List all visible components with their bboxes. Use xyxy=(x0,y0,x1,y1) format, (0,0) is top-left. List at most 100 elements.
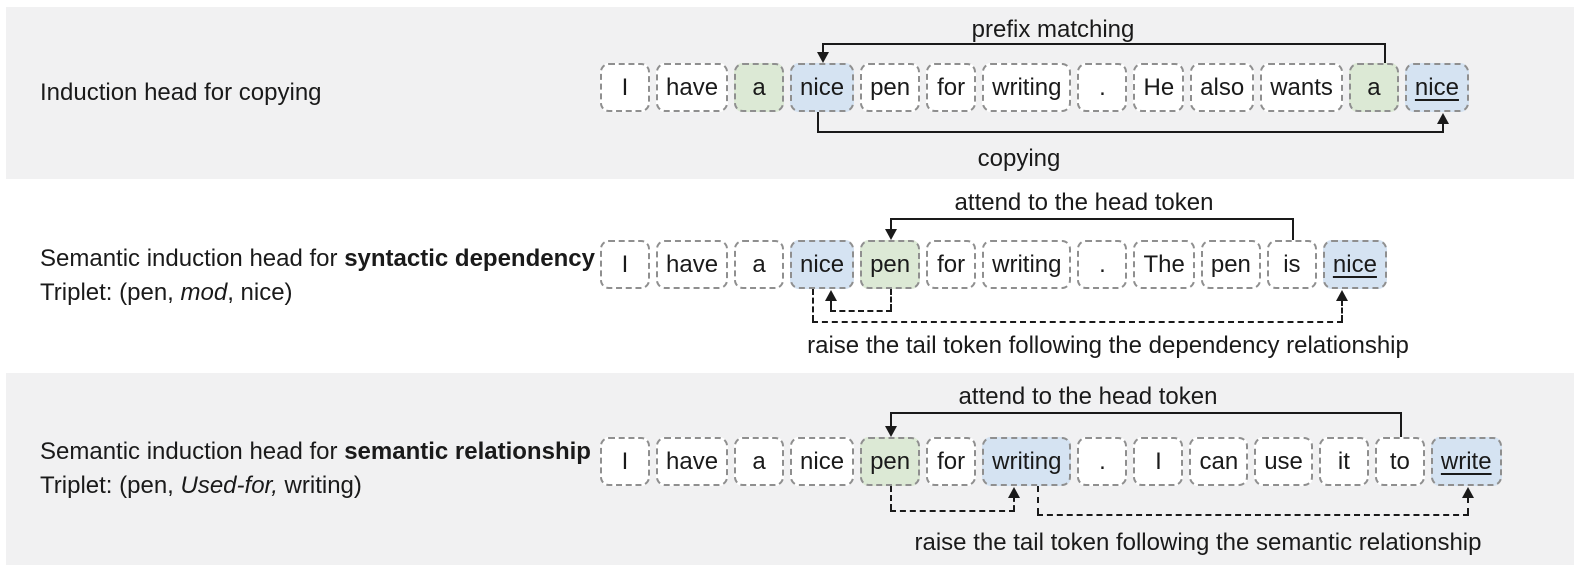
row-semantic-induction-semantic: Semantic induction head for semantic rel… xyxy=(6,373,1574,565)
dashed-arrow-line xyxy=(1467,497,1469,514)
token-period: . xyxy=(1077,437,1128,486)
token-nice: nice xyxy=(790,240,855,289)
row-semantic-induction-syntactic: Semantic induction head for syntactic de… xyxy=(6,179,1574,373)
row-label-line1: Semantic induction head for semantic rel… xyxy=(40,435,591,469)
token-nice: nice xyxy=(790,63,855,112)
row-label-bold: syntactic dependency xyxy=(344,245,595,272)
raise-tail-token-caption: raise the tail token following the seman… xyxy=(914,529,1482,556)
triplet-text-end: writing) xyxy=(277,472,362,499)
row-label-line1: Induction head for copying xyxy=(40,76,322,110)
dashed-arrow-line xyxy=(1341,300,1343,321)
row-label-text: Semantic induction head for xyxy=(40,438,345,465)
arrowhead-down-icon xyxy=(885,426,897,437)
token-a: a xyxy=(1348,63,1399,112)
token-period: . xyxy=(1077,240,1128,289)
row-label-text: Induction head for copying xyxy=(40,79,322,106)
arrow-line xyxy=(817,131,1444,133)
dashed-arrow-line xyxy=(1037,514,1469,516)
token-use: use xyxy=(1254,437,1313,486)
row-label: Induction head for copying xyxy=(40,7,322,179)
row-label-line1: Semantic induction head for syntactic de… xyxy=(40,242,595,276)
token-the: The xyxy=(1133,240,1195,289)
arrow-line xyxy=(1400,412,1402,437)
token-is: is xyxy=(1266,240,1317,289)
arrowhead-up-icon xyxy=(1008,487,1020,498)
token-wants: wants xyxy=(1260,63,1343,112)
token-period: . xyxy=(1077,63,1128,112)
dashed-arrow-line xyxy=(1037,486,1039,514)
arrowhead-up-icon xyxy=(1462,487,1474,498)
arrowhead-down-icon xyxy=(817,52,829,63)
token-pen: pen xyxy=(1200,240,1261,289)
arrow-line xyxy=(1292,218,1294,240)
token-to: to xyxy=(1374,437,1425,486)
arrowhead-down-icon xyxy=(885,229,897,240)
token-i: I xyxy=(600,63,650,112)
arrow-line xyxy=(822,43,1386,45)
token-a: a xyxy=(734,240,785,289)
arrowhead-up-icon xyxy=(1336,290,1348,301)
token-writing: writing xyxy=(982,240,1072,289)
token-nice: nice xyxy=(790,437,855,486)
row-induction-head-copying: Induction head for copying prefix matchi… xyxy=(6,7,1574,179)
token-for: for xyxy=(926,63,977,112)
dashed-arrow-line xyxy=(890,289,892,310)
row-label-bold: semantic relationship xyxy=(344,438,591,465)
dashed-arrow-line xyxy=(890,510,1015,512)
arrowhead-up-icon xyxy=(1437,113,1449,124)
token-pen: pen xyxy=(860,437,921,486)
row-label: Semantic induction head for syntactic de… xyxy=(40,179,595,373)
arrowhead-up-icon xyxy=(825,290,837,301)
arrow-line xyxy=(890,218,1294,220)
dashed-arrow-line xyxy=(812,321,1343,323)
dashed-arrow-line xyxy=(830,310,892,312)
arrow-line xyxy=(817,112,819,131)
prefix-matching-label: prefix matching xyxy=(971,16,1135,43)
token-i: I xyxy=(600,437,650,486)
token-have: have xyxy=(656,240,729,289)
raise-tail-token-caption: raise the tail token following the depen… xyxy=(807,332,1409,359)
dashed-arrow-line xyxy=(830,300,832,310)
token-it: it xyxy=(1318,437,1369,486)
token-a: a xyxy=(734,437,785,486)
token-pen: pen xyxy=(860,63,921,112)
token-i: I xyxy=(1133,437,1184,486)
arrow-line xyxy=(890,412,892,426)
token-have: have xyxy=(656,63,729,112)
token-writing: writing xyxy=(982,437,1072,486)
row-label: Semantic induction head for semantic rel… xyxy=(40,373,591,565)
token-for: for xyxy=(926,437,977,486)
token-can: can xyxy=(1189,437,1249,486)
row-label-line2: Triplet: (pen, Used-for, writing) xyxy=(40,469,591,503)
dashed-arrow-line xyxy=(890,486,892,510)
row-label-text: Semantic induction head for xyxy=(40,245,345,272)
attend-head-token-label: attend to the head token xyxy=(958,383,1218,410)
token-for: for xyxy=(926,240,977,289)
token-write: write xyxy=(1430,437,1502,486)
token-have: have xyxy=(656,437,729,486)
arrow-line xyxy=(1442,123,1444,131)
triplet-text-end: , nice) xyxy=(227,279,293,306)
attend-head-token-label: attend to the head token xyxy=(954,189,1214,216)
dashed-arrow-line xyxy=(812,289,814,321)
token-writing: writing xyxy=(982,63,1072,112)
copying-label: copying xyxy=(977,145,1061,172)
token-i: I xyxy=(600,240,650,289)
token-nice: nice xyxy=(1322,240,1387,289)
triplet-relation: Used-for, xyxy=(180,472,278,499)
token-he: He xyxy=(1133,63,1185,112)
token-nice: nice xyxy=(1404,63,1469,112)
arrow-line xyxy=(890,218,892,229)
arrow-line xyxy=(890,412,1402,414)
arrow-line xyxy=(1384,43,1386,63)
triplet-text: Triplet: (pen, xyxy=(40,472,181,499)
token-also: also xyxy=(1190,63,1255,112)
triplet-relation: mod xyxy=(180,279,228,306)
triplet-text: Triplet: (pen, xyxy=(40,279,181,306)
token-pen: pen xyxy=(860,240,921,289)
arrow-line xyxy=(822,43,824,52)
